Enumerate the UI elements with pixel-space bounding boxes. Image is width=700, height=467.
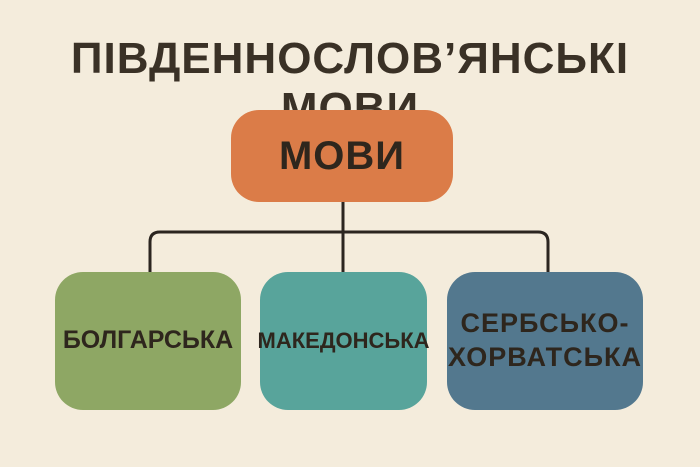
diagram-title: ПІВДЕННОСЛОВ’ЯНСЬКІ МОВИ: [70, 34, 630, 133]
child-node-bulgarian: БОЛГАРСЬКА: [55, 272, 241, 410]
child-node-macedonian: МАКЕДОНСЬКА: [258, 272, 430, 410]
root-node-languages: МОВИ: [231, 110, 453, 202]
child-node-serbo-croatian: СЕРБСЬКО- ХОРВАТСЬКА: [447, 272, 643, 410]
connector-bus: [148, 230, 550, 272]
